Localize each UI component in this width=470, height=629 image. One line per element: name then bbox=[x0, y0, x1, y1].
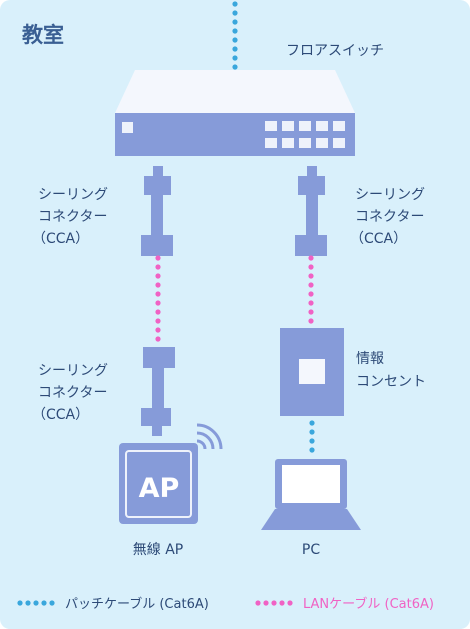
access-point-badge: AP bbox=[139, 473, 180, 504]
ceiling-connector-right-upper bbox=[295, 166, 327, 256]
wifi-icon bbox=[196, 423, 223, 450]
legend-patch-cable: パッチケーブル (Cat6A) bbox=[17, 596, 209, 612]
svg-text:コネクター: コネクター bbox=[38, 385, 107, 401]
connector-right-upper-label: シーリング コネクター （CCA） bbox=[350, 187, 425, 247]
info-outlet bbox=[280, 328, 344, 416]
access-point: AP bbox=[119, 443, 198, 524]
svg-text:シーリング: シーリング bbox=[38, 187, 108, 203]
access-point-label: 無線 AP bbox=[133, 542, 183, 558]
ceiling-connector-left-upper bbox=[141, 166, 173, 256]
network-switch-icon bbox=[115, 70, 355, 156]
lan-cable-right bbox=[308, 255, 314, 324]
svg-text:情報: 情報 bbox=[356, 351, 384, 367]
svg-text:（CCA）: （CCA） bbox=[32, 407, 89, 423]
legend-lan-cable-label: LANケーブル (Cat6A) bbox=[303, 596, 434, 612]
info-outlet-label: 情報 コンセント bbox=[356, 351, 426, 390]
svg-text:（CCA）: （CCA） bbox=[32, 231, 89, 247]
patch-cable-pc bbox=[309, 420, 315, 453]
patch-cable-top bbox=[232, 1, 238, 70]
svg-text:コネクター: コネクター bbox=[355, 209, 424, 225]
lan-cable-left bbox=[155, 255, 161, 342]
ceiling-connector-left-lower bbox=[141, 347, 175, 436]
svg-text:シーリング: シーリング bbox=[38, 363, 108, 379]
legend-lan-cable: LANケーブル (Cat6A) bbox=[255, 596, 434, 612]
svg-text:コンセント: コンセント bbox=[356, 374, 426, 390]
svg-text:シーリング: シーリング bbox=[355, 187, 425, 203]
svg-text:コネクター: コネクター bbox=[38, 209, 107, 225]
connector-left-lower-label: シーリング コネクター （CCA） bbox=[32, 363, 108, 423]
room-title: 教室 bbox=[22, 23, 64, 47]
svg-text:（CCA）: （CCA） bbox=[350, 231, 407, 247]
pc-label: PC bbox=[302, 542, 320, 558]
connector-left-upper-label: シーリング コネクター （CCA） bbox=[32, 187, 108, 247]
laptop-icon bbox=[261, 459, 361, 530]
legend-patch-cable-label: パッチケーブル (Cat6A) bbox=[65, 596, 209, 612]
floor-switch-label: フロアスイッチ bbox=[286, 43, 384, 59]
